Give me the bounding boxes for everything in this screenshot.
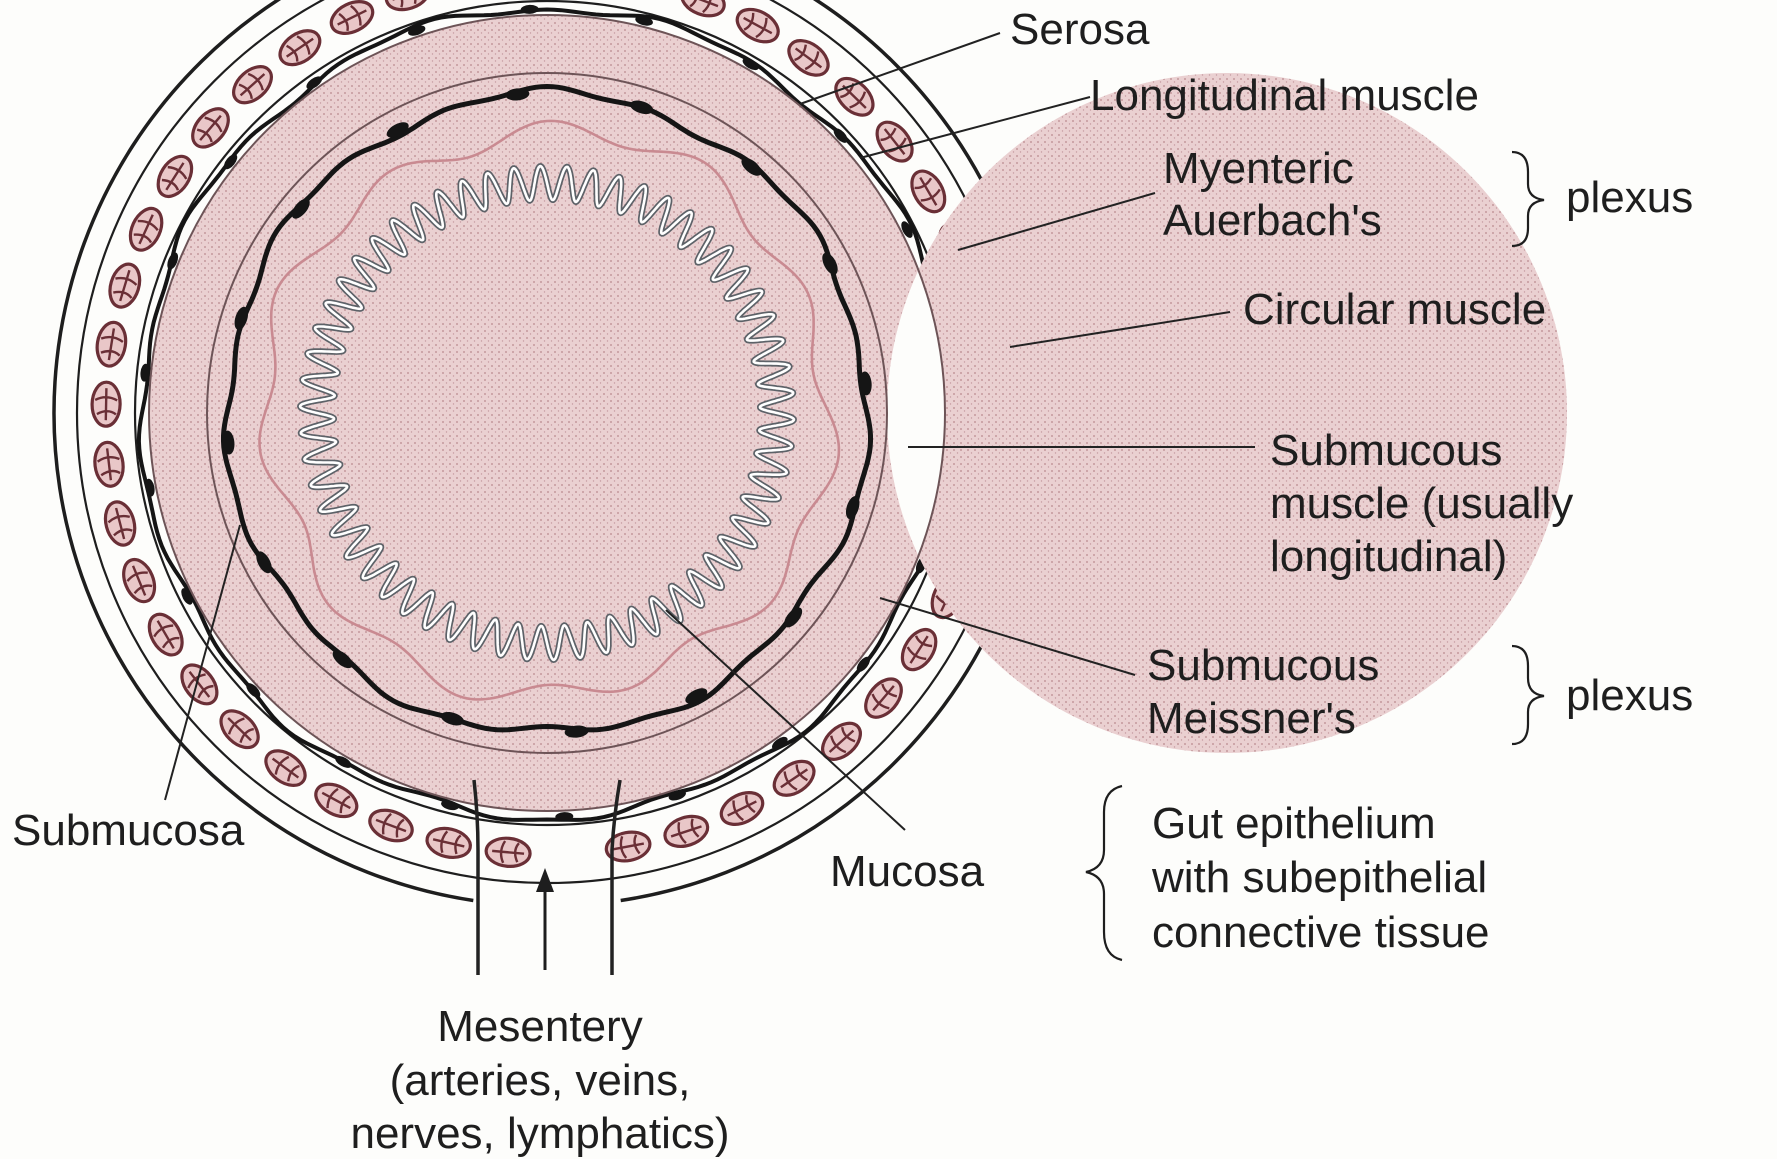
longitudinal-muscle-bundle [621, 0, 670, 2]
longitudinal-muscle-bundle [870, 116, 919, 168]
longitudinal-muscle-bundle [905, 165, 951, 217]
longitudinal-muscle-bundle [118, 555, 161, 606]
label-submucous-muscle-1: Submucous [1270, 426, 1502, 475]
label-auerbachs: Auerbach's [1163, 196, 1382, 245]
longitudinal-muscle-bundle [859, 672, 909, 724]
label-gut-epithelium-3: connective tissue [1152, 908, 1490, 957]
longitudinal-muscle-bundle [105, 260, 145, 310]
longitudinal-muscle-bundle [259, 744, 311, 793]
label-myenteric: Myenteric [1163, 144, 1354, 193]
brace-myenteric-plexus [1512, 152, 1544, 246]
longitudinal-muscle-bundle [895, 624, 942, 676]
longitudinal-muscle-bundle [175, 658, 224, 710]
brace-submucous-plexus [1512, 646, 1544, 744]
longitudinal-muscle-bundle [424, 824, 473, 861]
longitudinal-muscle-bundle [382, 0, 433, 15]
longitudinal-muscle-bundle [124, 203, 168, 255]
longitudinal-muscle-bundle [716, 786, 768, 831]
longitudinal-muscle-bundle [274, 24, 326, 72]
label-submucous-muscle-2: muscle (usually [1270, 479, 1573, 528]
label-submucosa: Submucosa [12, 806, 245, 855]
label-mucosa: Mucosa [830, 847, 985, 896]
longitudinal-muscle-bundle [101, 499, 139, 549]
longitudinal-muscle-bundle [768, 754, 820, 802]
longitudinal-muscle-bundle [151, 150, 198, 202]
longitudinal-muscle-bundle [326, 0, 378, 40]
label-longitudinal-muscle: Longitudinal muscle [1090, 71, 1479, 120]
label-mesentery-2: (arteries, veins, [390, 1056, 691, 1105]
label-circular-muscle: Circular muscle [1243, 285, 1546, 334]
longitudinal-muscle-bundle [677, 0, 728, 21]
longitudinal-muscle-bundle [186, 102, 236, 154]
longitudinal-muscle-bundle [816, 716, 867, 766]
longitudinal-muscle-bundle [143, 609, 189, 661]
label-submucous: Submucous [1147, 641, 1379, 690]
label-mesentery-3: nerves, lymphatics) [350, 1109, 729, 1158]
longitudinal-muscle-bundle [782, 34, 834, 83]
label-plexus-submucous: plexus [1566, 671, 1693, 720]
circular-muscle [149, 15, 1567, 811]
longitudinal-muscle-bundle [485, 836, 531, 868]
longitudinal-muscle-bundle [94, 320, 129, 368]
longitudinal-muscle-bundle [92, 382, 121, 427]
label-plexus-myenteric: plexus [1566, 173, 1693, 222]
brace-gut-epithelium [1086, 786, 1122, 960]
label-gut-epithelium-2: with subepithelial [1151, 853, 1487, 902]
longitudinal-muscle-bundle [227, 60, 278, 110]
label-meissners: Meissner's [1147, 694, 1356, 743]
longitudinal-muscle-bundle [214, 704, 265, 755]
leader-serosa [800, 33, 1000, 104]
longitudinal-muscle-bundle [661, 811, 712, 851]
longitudinal-muscle-bundle [93, 441, 126, 488]
longitudinal-muscle-bundle [310, 778, 362, 824]
longitudinal-muscle-bundle [732, 3, 784, 49]
longitudinal-muscle-bundle [365, 805, 416, 847]
label-submucous-muscle-3: longitudinal) [1270, 532, 1507, 581]
label-gut-epithelium-1: Gut epithelium [1152, 799, 1436, 848]
label-serosa: Serosa [1010, 5, 1150, 54]
label-mesentery-1: Mesentery [437, 1002, 642, 1051]
